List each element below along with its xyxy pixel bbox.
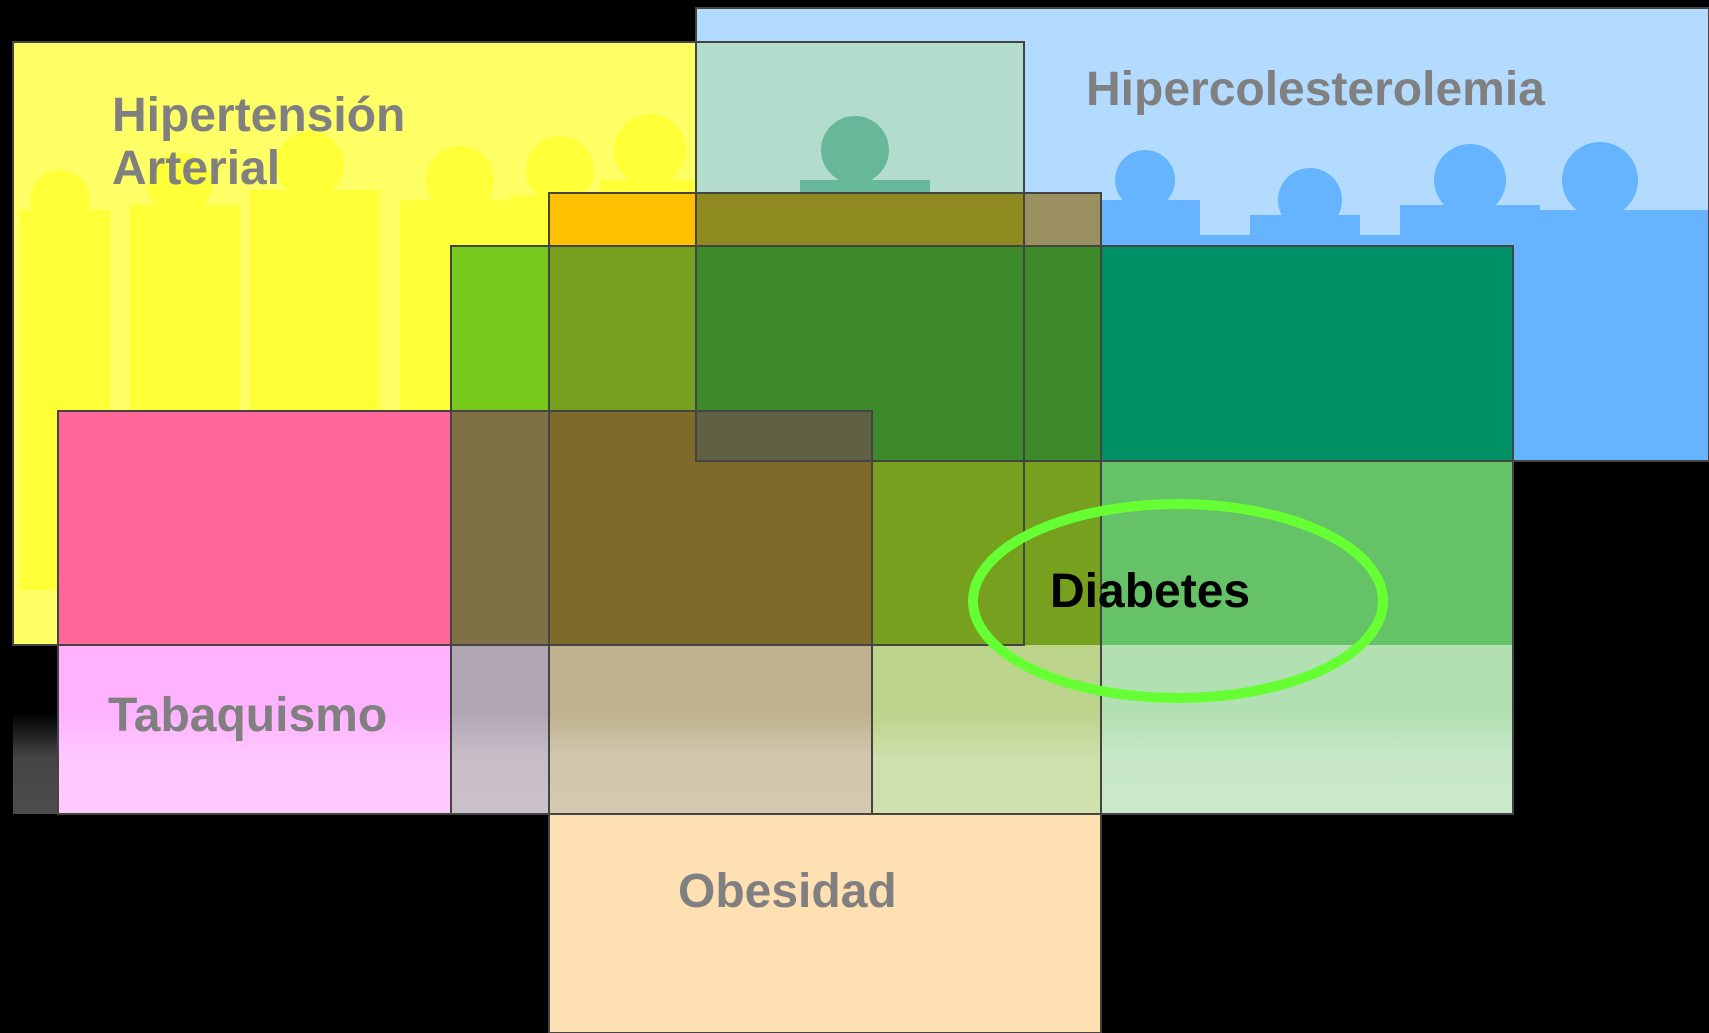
label-hipertension: Hipertensión Arterial xyxy=(112,89,406,196)
label-line: Tabaquismo xyxy=(108,689,388,742)
label-line: Hipertensión xyxy=(112,89,406,142)
label-tabaquismo: Tabaquismo xyxy=(108,689,388,743)
label-obesidad: Obesidad xyxy=(678,865,897,919)
label-line: Arterial xyxy=(112,141,281,195)
diabetes-highlight-ellipse xyxy=(968,499,1388,703)
label-line: Diabetes xyxy=(1050,565,1251,618)
label-hipercolesterolemia: Hipercolesterolemia xyxy=(1086,63,1545,117)
label-line: Hipercolesterolemia xyxy=(1086,63,1545,116)
label-diabetes: Diabetes xyxy=(1050,565,1251,619)
label-line: Obesidad xyxy=(678,865,897,918)
